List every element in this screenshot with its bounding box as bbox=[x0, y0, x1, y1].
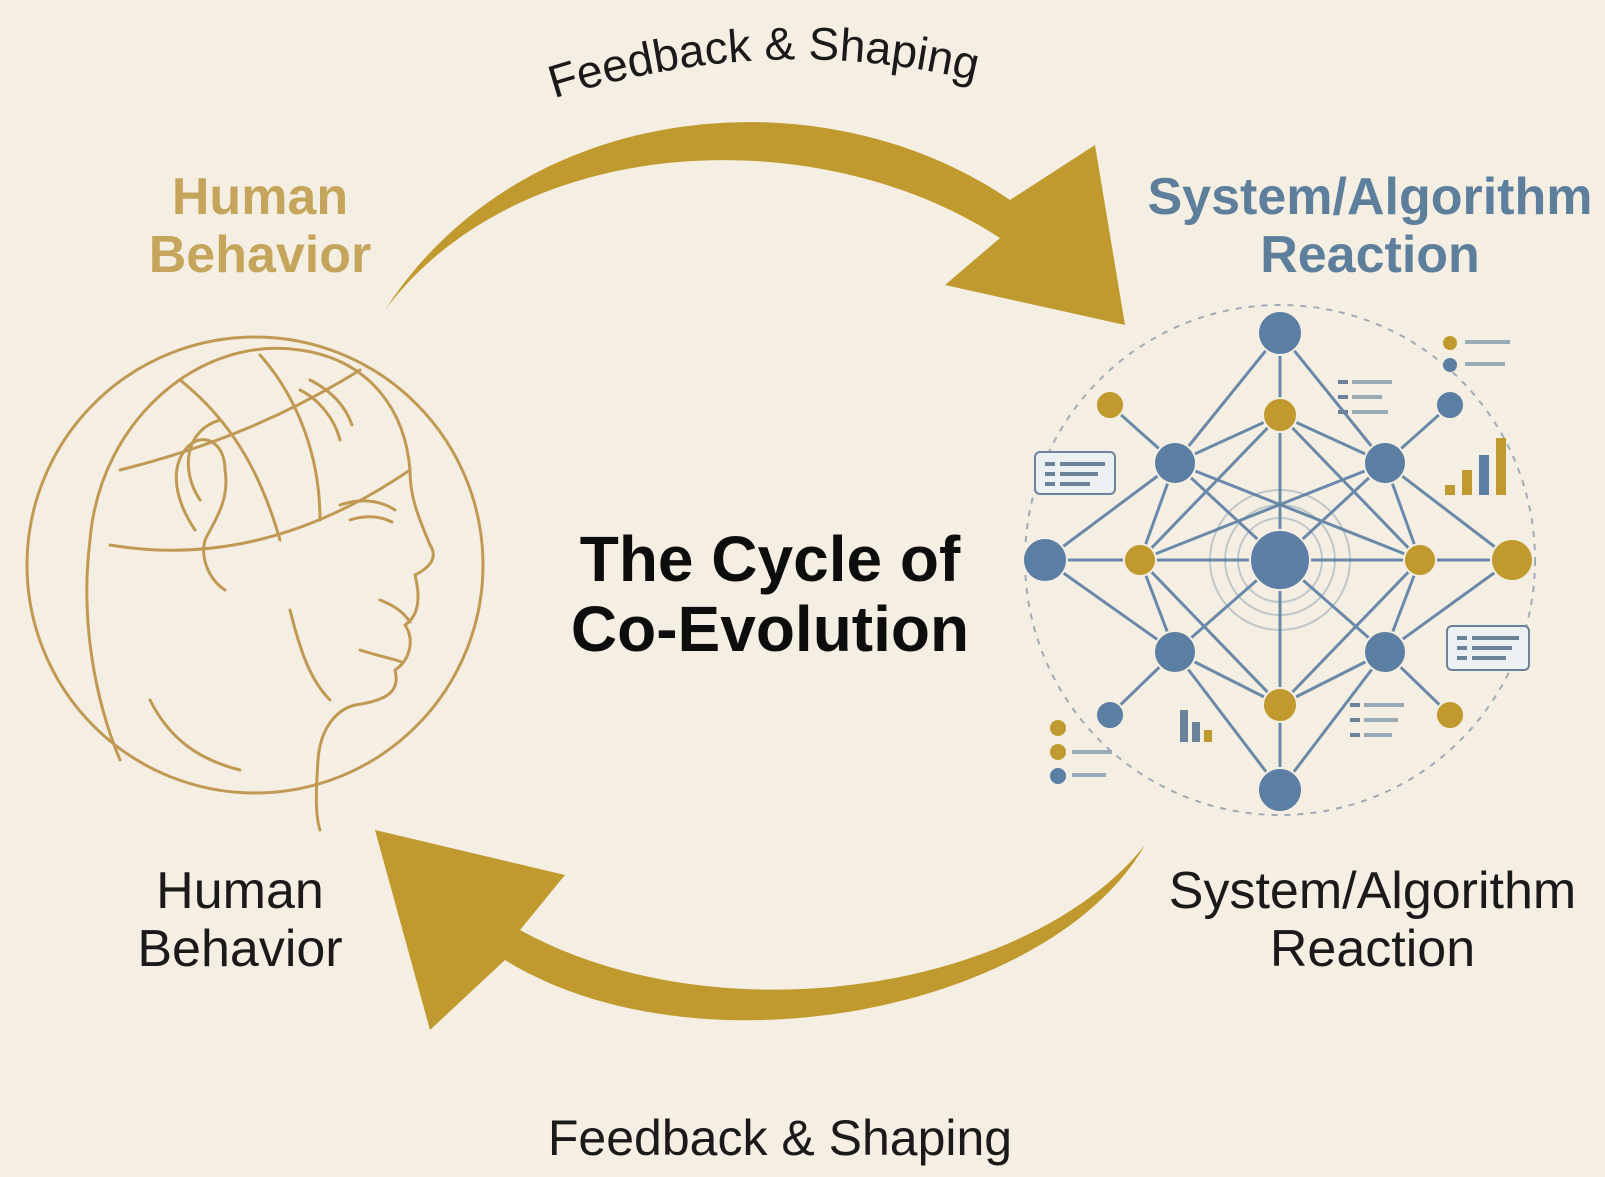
network-node bbox=[1123, 543, 1157, 577]
network-node bbox=[1257, 767, 1303, 813]
network-node bbox=[1095, 390, 1125, 420]
network-node bbox=[1403, 543, 1437, 577]
title-line2: Co-Evolution bbox=[570, 593, 970, 666]
network-node bbox=[1257, 310, 1303, 356]
human-behavior-heading: Human Behavior bbox=[120, 168, 400, 284]
network-node bbox=[1363, 441, 1407, 485]
system-reaction-caption: System/Algorithm Reaction bbox=[1140, 862, 1605, 978]
list-card-right bbox=[1446, 625, 1530, 671]
list-card-left bbox=[1034, 451, 1116, 495]
system-caption-line2: Reaction bbox=[1269, 920, 1476, 979]
network-edge bbox=[1278, 558, 1422, 707]
bottom-arrow-label: Feedback & Shaping bbox=[547, 1110, 1013, 1166]
network-edge bbox=[1173, 332, 1282, 464]
neural-network-icon bbox=[1022, 304, 1536, 816]
network-edge bbox=[1384, 558, 1513, 654]
human-heading-line2: Behavior bbox=[148, 226, 372, 285]
network-edge bbox=[1173, 651, 1282, 791]
network-edge bbox=[1278, 413, 1422, 562]
top-feedback-arrow bbox=[385, 122, 1125, 325]
network-edge bbox=[1278, 332, 1387, 464]
network-edge bbox=[1044, 558, 1176, 654]
network-node bbox=[1022, 537, 1068, 583]
network-node bbox=[1153, 630, 1197, 674]
human-caption-line2: Behavior bbox=[137, 920, 343, 979]
network-edge bbox=[1278, 651, 1387, 791]
top-arrow-label: Feedback & Shaping bbox=[542, 17, 985, 108]
network-node bbox=[1435, 390, 1465, 420]
human-behavior-caption: Human Behavior bbox=[100, 862, 380, 978]
human-heading-line1: Human bbox=[171, 168, 349, 226]
network-node bbox=[1249, 529, 1311, 591]
network-edge bbox=[1384, 461, 1513, 562]
system-heading-line2: Reaction bbox=[1260, 226, 1480, 285]
title-line1: The Cycle of bbox=[579, 523, 961, 595]
human-head-icon bbox=[25, 335, 485, 832]
legend-list-icon bbox=[1050, 336, 1510, 784]
network-edge bbox=[1044, 461, 1176, 562]
network-edge bbox=[1138, 413, 1282, 562]
network-node bbox=[1153, 441, 1197, 485]
system-caption-line1: System/Algorithm bbox=[1168, 862, 1577, 920]
small-bar-chart-icon bbox=[1180, 710, 1212, 742]
network-node bbox=[1490, 538, 1534, 582]
bottom-feedback-arrow bbox=[375, 830, 1145, 1030]
network-node bbox=[1363, 630, 1407, 674]
network-node bbox=[1262, 397, 1298, 433]
system-reaction-heading: System/Algorithm Reaction bbox=[1135, 168, 1605, 284]
network-edge bbox=[1138, 558, 1282, 707]
network-edge bbox=[1139, 461, 1386, 562]
network-node bbox=[1435, 700, 1465, 730]
network-edge bbox=[1174, 461, 1421, 562]
system-heading-line1: System/Algorithm bbox=[1147, 168, 1593, 226]
network-node bbox=[1262, 687, 1298, 723]
page-title: The Cycle of Co-Evolution bbox=[530, 524, 1010, 665]
human-caption-line1: Human bbox=[156, 862, 324, 920]
svg-text:Feedback & Shaping: Feedback & Shaping bbox=[542, 17, 985, 108]
network-node bbox=[1095, 700, 1125, 730]
bar-chart-icon bbox=[1445, 438, 1506, 495]
